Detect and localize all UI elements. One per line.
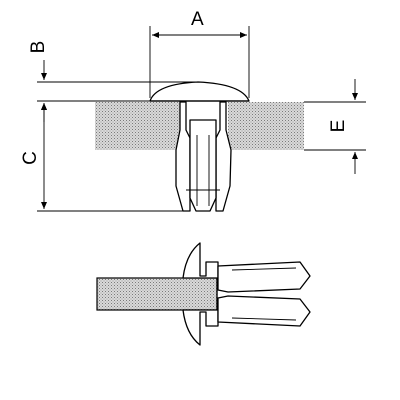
dimension-label-a: A xyxy=(191,9,204,30)
clip-leg-right xyxy=(215,101,232,212)
side-shank xyxy=(96,277,218,311)
front-section-view: A B C E xyxy=(20,9,366,212)
dimension-label-e: E xyxy=(328,120,349,133)
panel-left xyxy=(95,102,180,150)
side-leg-upper xyxy=(217,261,311,293)
clip-head xyxy=(149,81,250,102)
side-view xyxy=(96,242,311,346)
panel-right xyxy=(228,102,304,150)
side-head xyxy=(182,242,219,279)
side-leg-lower xyxy=(217,295,311,327)
clip-leg-left xyxy=(175,101,191,212)
clip-core xyxy=(189,119,217,212)
dimension-label-c: C xyxy=(20,151,41,165)
dimension-label-b: B xyxy=(28,41,49,54)
